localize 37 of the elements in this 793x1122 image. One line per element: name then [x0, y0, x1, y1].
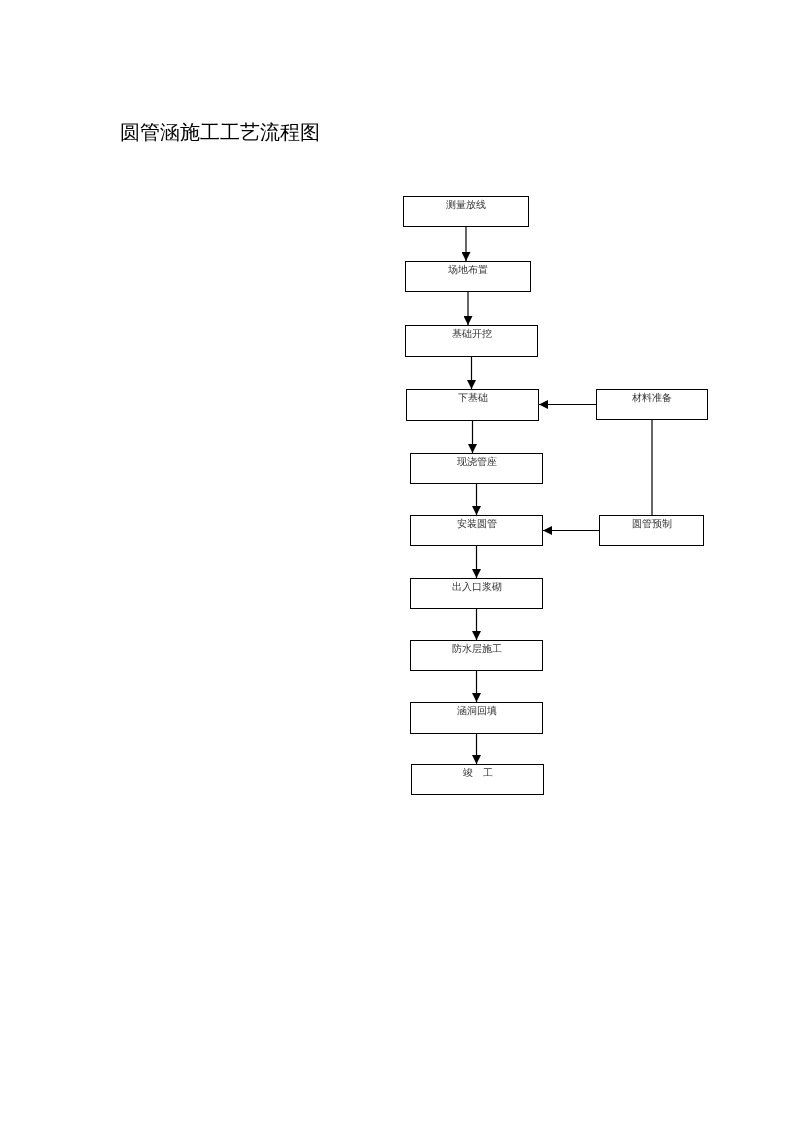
box-label: 场地布置 — [448, 264, 488, 276]
box-label: 竣 工 — [462, 767, 493, 779]
process-box — [406, 389, 539, 421]
process-box — [411, 764, 544, 795]
process-box — [405, 261, 531, 292]
box-label: 基础开挖 — [451, 328, 492, 340]
diagram-title: 圆管涵施工工艺流程图 — [120, 120, 320, 145]
box-label: 圆管预制 — [631, 518, 672, 530]
process-box — [596, 389, 708, 420]
arrow — [538, 400, 597, 409]
arrow — [463, 291, 473, 326]
arrow — [472, 670, 481, 703]
arrow — [472, 733, 481, 765]
box-label: 出入口浆砌 — [451, 581, 502, 593]
box-label: 涵洞回填 — [456, 705, 497, 717]
box-label: 防水层施工 — [451, 643, 502, 655]
process-box — [410, 640, 543, 671]
process-box — [403, 196, 529, 227]
process-box — [410, 453, 543, 484]
process-box — [410, 702, 543, 734]
arrow — [542, 526, 600, 535]
arrow — [461, 226, 471, 262]
process-box — [405, 325, 538, 357]
connector-line — [651, 419, 653, 516]
box-label: 下基础 — [457, 392, 488, 404]
box-label: 现浇管座 — [456, 456, 497, 468]
box-label: 材料准备 — [632, 392, 672, 404]
arrow — [472, 483, 481, 516]
process-box — [410, 515, 543, 546]
process-box — [410, 578, 543, 609]
arrow — [472, 545, 481, 579]
box-label: 安装圆管 — [456, 518, 497, 530]
arrow — [472, 608, 481, 641]
box-label: 测量放线 — [446, 199, 486, 211]
process-box — [599, 515, 704, 546]
arrow — [468, 420, 477, 454]
arrow — [467, 356, 476, 390]
